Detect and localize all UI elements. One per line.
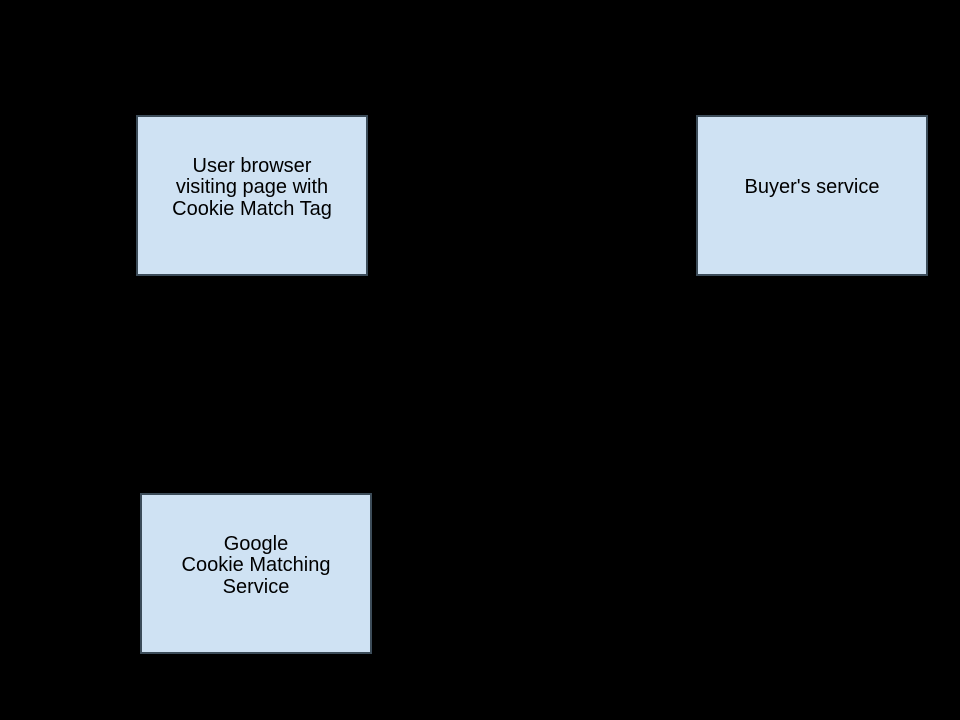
node-label-line: Buyer's service (744, 176, 880, 199)
node-label-line: Service (222, 575, 290, 598)
node-label-line: Cookie Matching (181, 554, 331, 577)
node-google-cookie-matching-service: Google Cookie Matching Service (140, 493, 372, 654)
node-user-browser: User browser visiting page with Cookie M… (136, 115, 368, 276)
node-buyers-service: Buyer's service (696, 115, 928, 276)
node-label-line: visiting page with (175, 176, 329, 199)
node-label-line: Google (223, 532, 289, 555)
node-label-line: User browser (192, 154, 312, 177)
node-label-line: Cookie Match Tag (172, 197, 332, 220)
